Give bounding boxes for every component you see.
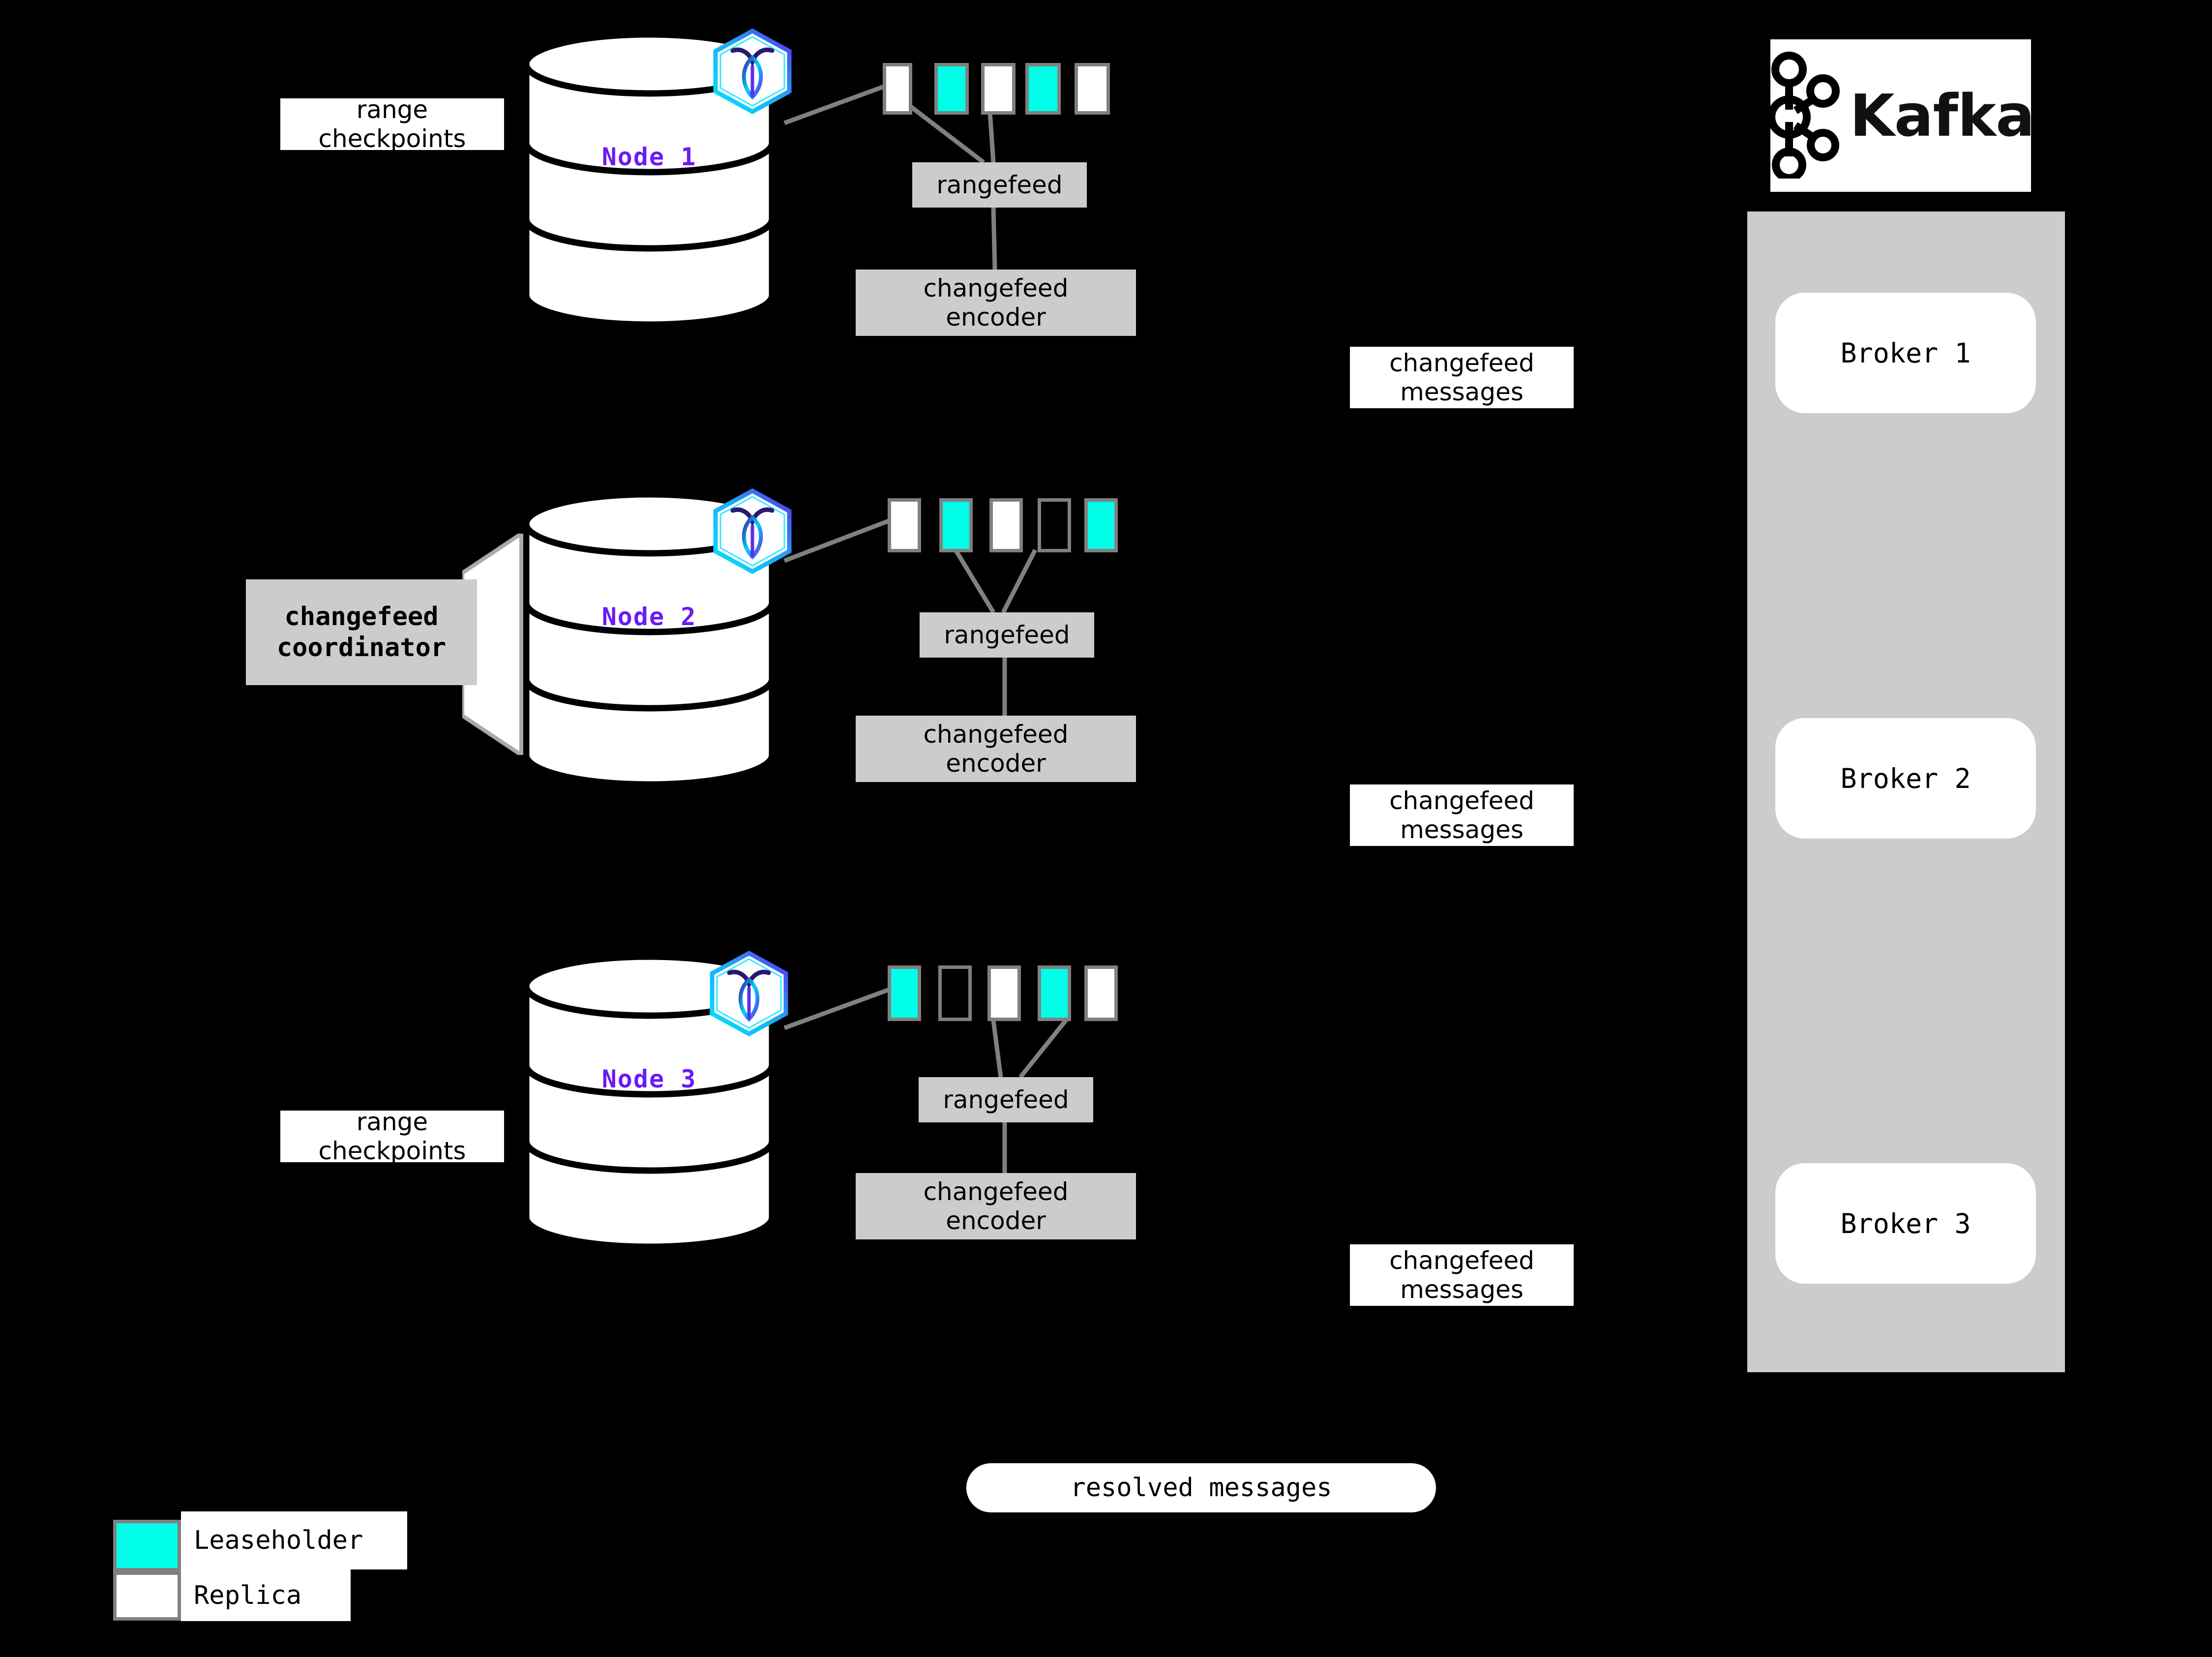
broker-label: Broker 1 [1840, 337, 1971, 369]
range-checkpoints-line1: range [356, 95, 428, 124]
range-box[interactable] [938, 965, 972, 1021]
kafka-wordmark: Kafka [1850, 82, 2035, 150]
messages-line2: messages [1400, 1275, 1524, 1304]
node-2-rangefeed-box[interactable]: rangefeed [920, 612, 1094, 658]
legend-label-leaseholder: Leaseholder [181, 1511, 407, 1569]
range-box[interactable] [987, 965, 1021, 1021]
legend-item-label: Leaseholder [194, 1526, 363, 1555]
legend-label-replica: Replica [181, 1569, 351, 1621]
messages-line1: changefeed [1389, 786, 1534, 815]
changefeed-messages-label-3: changefeed messages [1350, 1244, 1574, 1306]
broker-incoming-arrows [2065, 331, 2088, 348]
broker-2-box[interactable]: Broker 2 [1775, 718, 2036, 839]
node-3-label: Node 3 [601, 1065, 697, 1093]
changefeed-messages-label-2: changefeed messages [1350, 784, 1574, 846]
cockroachdb-hex-icon [707, 949, 791, 1038]
legend-swatch-leaseholder [113, 1520, 181, 1571]
node-2-changefeed-encoder-box[interactable]: changefeed encoder [856, 716, 1136, 782]
coordinator-line2: coordinator [276, 633, 447, 663]
resolved-messages-label: resolved messages [1070, 1473, 1332, 1503]
resolved-messages-pill[interactable]: resolved messages [966, 1463, 1436, 1512]
node-2-cylinder: Node 2 [516, 487, 782, 792]
cockroachdb-hex-icon [711, 487, 794, 575]
messages-line2: messages [1400, 815, 1524, 844]
range-box[interactable] [1038, 498, 1071, 552]
range-box[interactable] [1025, 63, 1061, 115]
range-checkpoints-line2: checkpoints [318, 1136, 466, 1165]
range-box[interactable] [1084, 965, 1118, 1021]
broker-label: Broker 3 [1840, 1207, 1971, 1239]
node-1-rangefeed-box[interactable]: rangefeed [912, 162, 1087, 208]
coordinator-line1: changefeed [284, 602, 439, 632]
encoder-line2: encoder [946, 1206, 1046, 1235]
messages-line1: changefeed [1389, 1246, 1534, 1275]
node-1-cylinder: Node 1 [516, 27, 782, 332]
range-box[interactable] [888, 965, 921, 1021]
node-1-label: Node 1 [601, 143, 697, 171]
range-checkpoints-line1: range [356, 1107, 428, 1136]
encoder-line2: encoder [946, 302, 1046, 331]
range-box[interactable] [939, 498, 973, 552]
cockroachdb-hex-icon [711, 27, 794, 116]
node-3-changefeed-encoder-box[interactable]: changefeed encoder [856, 1173, 1136, 1239]
node-3-range-checkpoints-label: range checkpoints [280, 1107, 504, 1165]
changefeed-messages-label-1: changefeed messages [1350, 347, 1574, 408]
broker-3-box[interactable]: Broker 3 [1775, 1163, 2036, 1284]
rangefeed-label: rangefeed [944, 620, 1070, 649]
changefeed-coordinator-box[interactable]: changefeed coordinator [246, 579, 477, 685]
range-box[interactable] [883, 63, 912, 115]
encoder-line2: encoder [946, 749, 1046, 778]
range-checkpoints-line2: checkpoints [318, 124, 466, 153]
range-box[interactable] [989, 498, 1023, 552]
node-2-label: Node 2 [601, 603, 697, 631]
range-box[interactable] [1038, 965, 1071, 1021]
legend-item-label: Replica [194, 1580, 302, 1610]
rangefeed-label: rangefeed [936, 170, 1063, 199]
range-box[interactable] [934, 63, 969, 115]
range-box[interactable] [888, 498, 921, 552]
encoder-line1: changefeed [923, 720, 1069, 749]
node-3-rangefeed-box[interactable]: rangefeed [919, 1077, 1093, 1122]
range-box[interactable] [1075, 63, 1110, 115]
broker-label: Broker 2 [1840, 762, 1971, 794]
encoder-line1: changefeed [923, 273, 1069, 302]
node-1-changefeed-encoder-box[interactable]: changefeed encoder [856, 270, 1136, 336]
encoder-line1: changefeed [923, 1177, 1069, 1206]
messages-line1: changefeed [1389, 348, 1534, 377]
range-box[interactable] [1084, 498, 1118, 552]
rangefeed-label: rangefeed [943, 1085, 1069, 1114]
messages-line2: messages [1400, 377, 1524, 406]
kafka-logo-card: Kafka [1767, 39, 2035, 192]
range-box[interactable] [981, 63, 1016, 115]
broker-1-box[interactable]: Broker 1 [1775, 293, 2036, 413]
kafka-logo-icon [1767, 51, 1841, 182]
legend-swatch-replica [113, 1571, 181, 1621]
node-1-range-checkpoints-label: range checkpoints [280, 95, 504, 153]
